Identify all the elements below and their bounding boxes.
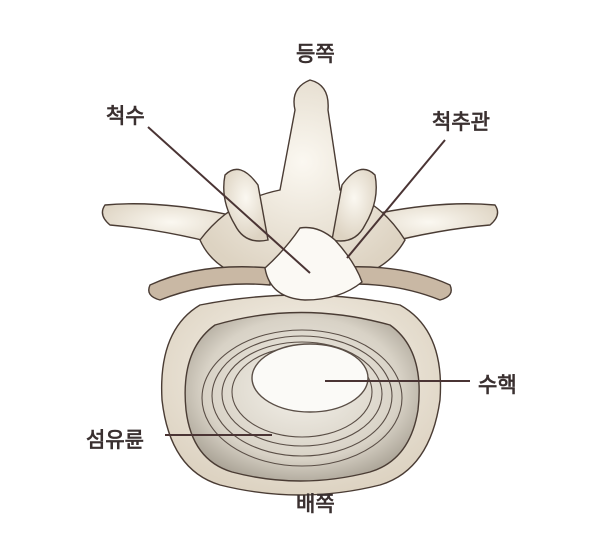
label-annulus: 섬유륜 (86, 428, 144, 452)
label-ventral: 배쪽 (296, 492, 335, 516)
label-spinal-canal: 척추관 (432, 110, 490, 134)
spinal-cord (264, 226, 363, 301)
nerve-root-left (148, 266, 271, 301)
label-nucleus: 수핵 (478, 373, 517, 397)
articular-process-right (331, 168, 377, 242)
nerve-root-right (329, 266, 452, 301)
nucleus-pulposus (251, 343, 369, 413)
leader-lines (147, 126, 470, 436)
label-dorsal: 등쪽 (296, 42, 335, 66)
label-spinal-cord: 척수 (106, 104, 145, 128)
leader-spinal-canal (346, 139, 446, 259)
leader-spinal-cord (147, 126, 311, 274)
articular-process-left (223, 168, 269, 242)
